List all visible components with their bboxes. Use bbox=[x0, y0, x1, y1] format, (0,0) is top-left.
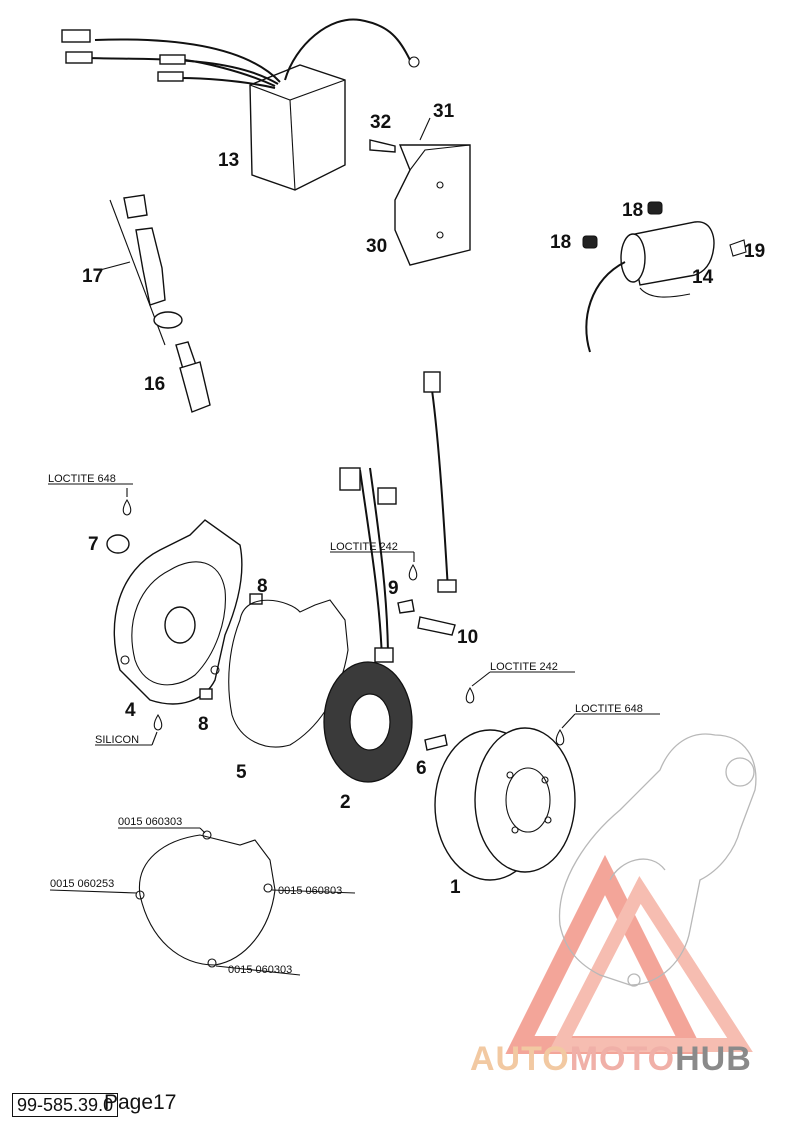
callout-5: 5 bbox=[236, 762, 247, 783]
callout-17: 17 bbox=[82, 266, 103, 287]
cover-gasket bbox=[228, 599, 349, 748]
callout-14: 14 bbox=[692, 267, 714, 288]
gasket-drawing bbox=[135, 830, 276, 968]
callout-6: 6 bbox=[416, 758, 427, 779]
callout-10: 10 bbox=[457, 627, 478, 648]
adhesive-drop-icons bbox=[122, 498, 565, 746]
note-silicon: SILICON bbox=[95, 734, 139, 746]
pickup-sensor bbox=[397, 371, 457, 636]
callout-16: 16 bbox=[144, 374, 165, 395]
watermark-part-auto: AUTO bbox=[470, 1040, 570, 1078]
leader-lines bbox=[48, 117, 660, 976]
gasket-ref-right: 0015 060803 bbox=[278, 885, 342, 897]
note-loctite-648-right: LOCTITE 648 bbox=[575, 703, 643, 715]
watermark-part-hub: HUB bbox=[675, 1040, 752, 1078]
callout-19: 19 bbox=[744, 241, 765, 262]
page-label: Page17 bbox=[104, 1091, 177, 1114]
ignition-coil bbox=[582, 201, 747, 353]
callout-18-top: 18 bbox=[622, 200, 643, 221]
gasket-ref-left: 0015 060253 bbox=[50, 878, 114, 890]
watermark-text: AUTOMOTOHUB bbox=[470, 1040, 752, 1079]
callout-4: 4 bbox=[125, 700, 136, 721]
note-loctite-242-right: LOCTITE 242 bbox=[490, 661, 558, 673]
stator bbox=[323, 467, 413, 783]
document-number: 99-585.39.0 bbox=[12, 1093, 119, 1117]
callout-2: 2 bbox=[340, 792, 351, 813]
watermark-logo-icon bbox=[505, 854, 753, 1054]
note-loctite-242-mid: LOCTITE 242 bbox=[330, 541, 398, 553]
callout-9: 9 bbox=[388, 578, 399, 599]
callout-32: 32 bbox=[370, 112, 391, 133]
cdi-bracket bbox=[369, 139, 471, 266]
callout-8-top: 8 bbox=[257, 576, 268, 597]
watermark-part-moto: MOTO bbox=[569, 1040, 676, 1078]
callout-1: 1 bbox=[450, 877, 461, 898]
callout-18-left: 18 bbox=[550, 232, 571, 253]
note-loctite-648-left: LOCTITE 648 bbox=[48, 473, 116, 485]
cdi-unit bbox=[61, 18, 420, 191]
callout-8-bottom: 8 bbox=[198, 714, 209, 735]
gasket-ref-bottom: 0015 060303 bbox=[228, 964, 292, 976]
flywheel bbox=[424, 727, 576, 881]
callout-7: 7 bbox=[88, 534, 99, 555]
callout-13: 13 bbox=[218, 150, 239, 171]
spark-plug-assembly bbox=[109, 194, 211, 413]
ignition-cover bbox=[106, 519, 263, 705]
callout-31: 31 bbox=[433, 101, 455, 122]
engine-case-outline bbox=[558, 733, 757, 987]
callout-30: 30 bbox=[366, 236, 387, 257]
gasket-ref-top: 0015 060303 bbox=[118, 816, 182, 828]
